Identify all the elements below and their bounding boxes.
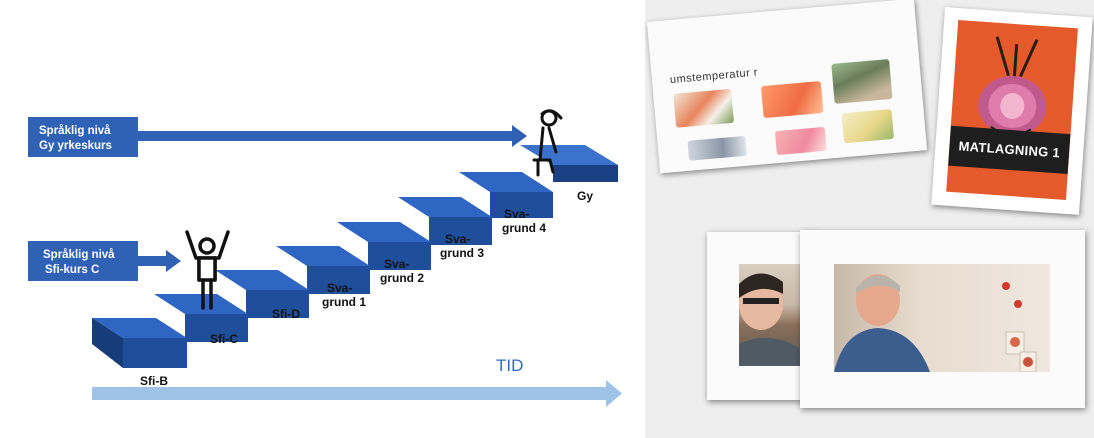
step-label-sfi-b: Sfi-B: [140, 374, 168, 388]
step-top: [276, 246, 370, 266]
cookbook-cover: MATLAGNING 1: [946, 20, 1078, 200]
step-riser: [123, 338, 187, 368]
onion-illustration: [948, 36, 1071, 175]
step-top: [459, 172, 553, 192]
arrow-gy-head: [512, 125, 527, 147]
step-top: [520, 145, 618, 165]
stairs: [92, 145, 618, 368]
step-top: [337, 222, 431, 242]
step-label-sva-1a: Sva-: [327, 281, 352, 295]
arrow-sfi-shaft: [138, 256, 168, 266]
cookbook-card: MATLAGNING 1: [931, 7, 1093, 215]
step-side: [92, 318, 123, 368]
step-top: [215, 270, 309, 290]
fish-photo: [687, 135, 747, 161]
level-box-gy-line1: Språklig nivå: [39, 125, 111, 137]
level-box-sfi-line1: Språklig nivå: [43, 249, 115, 261]
level-box-gy-rect: [28, 117, 138, 157]
time-arrow-shaft: [92, 387, 608, 400]
level-box-sfi-line2: Sfi-kurs C: [45, 264, 99, 276]
arrow-sfi-head: [166, 250, 181, 272]
step-riser: [553, 165, 618, 182]
level-box-gy: Språklig nivå Gy yrkeskurs: [28, 117, 527, 157]
woman-silhouette: [739, 273, 799, 366]
step-label-sva-3b: grund 3: [440, 246, 484, 260]
step-top: [398, 197, 492, 217]
step-riser: [490, 192, 553, 218]
salad-jar-photo: [831, 59, 893, 104]
step-label-sfi-d: Sfi-D: [272, 307, 300, 321]
step-label-sva-4a: Sva-: [504, 207, 529, 221]
video-card-man: [800, 230, 1085, 408]
time-arrow-head: [606, 380, 622, 407]
step-riser: [185, 314, 248, 342]
man-silhouette: [834, 274, 1037, 372]
staircase-slide: Sfi-B Sfi-C Sfi-D Sva- grund 1 Sva- grun…: [28, 109, 622, 407]
step-label-sva-3a: Sva-: [445, 232, 470, 246]
food-card: umstemperatur r: [646, 0, 928, 174]
step-top: [92, 318, 187, 338]
step-riser: [246, 290, 309, 318]
time-label: TID: [496, 356, 523, 375]
sushi-photo: [673, 88, 735, 128]
time-arrow: [92, 380, 622, 407]
step-label-sva-1b: grund 1: [322, 295, 366, 309]
pasta-photo: [841, 108, 895, 144]
level-box-gy-line2: Gy yrkeskurs: [39, 140, 112, 152]
step-riser: [307, 266, 370, 294]
step-label-sva-2a: Sva-: [384, 257, 409, 271]
salmon-photo: [760, 81, 824, 119]
step-label-sva-2b: grund 2: [380, 271, 424, 285]
shrimp-photo: [774, 126, 827, 156]
step-label-gy: Gy: [577, 189, 593, 203]
step-label-sva-4b: grund 4: [502, 221, 546, 235]
level-box-sfi: Språklig nivå Sfi-kurs C: [28, 241, 181, 281]
food-card-title: umstemperatur r: [669, 66, 759, 87]
arrow-gy-shaft: [138, 131, 513, 141]
step-top: [154, 294, 248, 314]
step-riser: [368, 242, 431, 270]
person-sitting-icon: [532, 109, 563, 177]
person-standing-icon: [185, 230, 230, 310]
step-riser: [429, 217, 492, 245]
level-box-sfi-rect: [28, 241, 138, 281]
step-label-sfi-c: Sfi-C: [210, 332, 238, 346]
staircase-diagram: Sfi-B Sfi-C Sfi-D Sva- grund 1 Sva- grun…: [28, 109, 622, 407]
photo-collage: umstemperatur r MATLAGNING 1: [645, 0, 1094, 438]
man-video-frame: [834, 264, 1050, 372]
